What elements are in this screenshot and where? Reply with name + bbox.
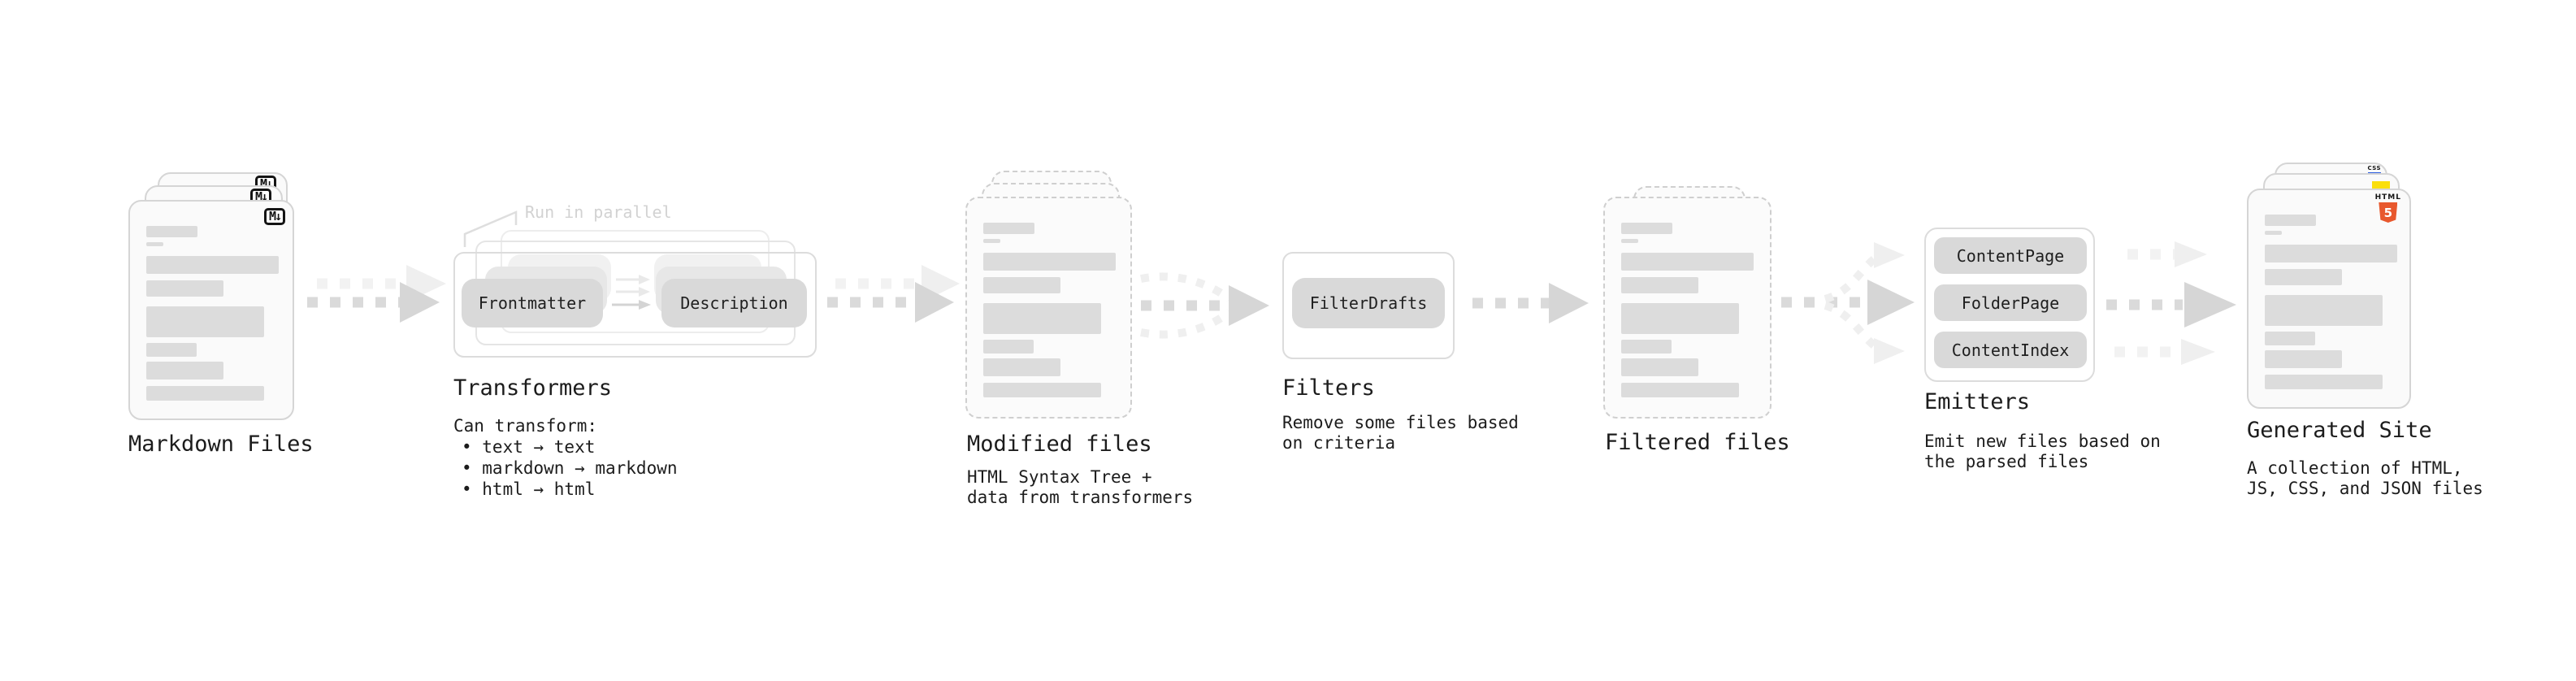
arrows-emitters-to-generated [2106,241,2236,365]
markdown-icon: M↓ [263,208,285,225]
arrow-modified-to-filters [1140,272,1269,339]
skeleton-text-bar [146,362,223,380]
filters-label: Filters [1282,375,1375,401]
skeleton-text-bar [2265,231,2282,235]
transformers-bullet: • text → text [462,437,596,457]
skeleton-text-bar [1621,340,1672,354]
skeleton-text-bar [2265,245,2397,262]
arrow-markdown-to-transformers [307,265,446,323]
skeleton-text-bar [1621,239,1638,243]
transformer-pill-description: Description [661,279,807,327]
emitter-pill-folderpage: FolderPage [1934,284,2087,321]
transformer-pill-frontmatter: Frontmatter [462,279,603,327]
filtered-files-label: Filtered files [1605,430,1790,455]
arrow-transformers-to-modified [827,265,960,323]
skeleton-text-bar [2265,375,2383,389]
html5-icon: HTML 5 [2375,193,2401,223]
filtered-file-card-front [1603,197,1772,419]
transformers-label: Transformers [453,375,613,401]
generated-site-label: Generated Site [2247,418,2432,443]
modified-file-card-front [965,197,1132,419]
transformers-desc-title: Can transform: [453,416,598,436]
skeleton-text-bar [1621,277,1698,293]
skeleton-text-bar [146,226,197,237]
skeleton-text-bar [2265,332,2315,345]
arrow-filtered-to-emitters [1781,242,1915,364]
skeleton-text-bar [983,303,1101,334]
skeleton-text-bar [1621,303,1739,334]
skeleton-text-bar [983,253,1116,271]
filters-description: Remove some files based on criteria [1282,413,1519,453]
run-in-parallel-annotation: Run in parallel [525,202,672,222]
emitters-description: Emit new files based on the parsed files [1924,432,2161,471]
skeleton-text-bar [2265,215,2316,226]
skeleton-text-bar [2265,350,2342,368]
skeleton-text-bar [146,256,279,274]
skeleton-text-bar [146,386,264,401]
skeleton-text-bar [983,383,1101,397]
skeleton-text-bar [1621,383,1739,397]
skeleton-text-bar [1621,358,1698,376]
skeleton-text-bar [146,242,163,246]
emitters-label: Emitters [1924,389,2031,414]
modified-files-label: Modified files [967,432,1152,457]
generated-site-description: A collection of HTML, JS, CSS, and JSON … [2247,458,2483,498]
arrow-filters-to-filtered [1472,283,1589,323]
generated-file-card-front: HTML 5 [2247,189,2411,409]
emitter-pill-contentindex: ContentIndex [1934,332,2087,368]
skeleton-text-bar [1621,223,1672,234]
skeleton-text-bar [983,358,1060,376]
skeleton-text-bar [2265,269,2342,285]
emitter-pill-contentpage: ContentPage [1934,237,2087,274]
skeleton-text-bar [146,280,223,297]
skeleton-text-bar [983,277,1060,293]
skeleton-text-bar [146,343,197,357]
modified-files-description: HTML Syntax Tree + data from transformer… [967,467,1194,507]
skeleton-text-bar [983,239,1000,243]
skeleton-text-bar [983,340,1034,354]
transformers-frame-front [453,252,817,358]
transformers-bullet: • markdown → markdown [462,458,678,478]
markdown-file-card-front: M↓ [128,200,294,420]
filter-pill-filterdrafts: FilterDrafts [1292,278,1445,328]
skeleton-text-bar [146,306,264,337]
javascript-icon [2372,181,2390,190]
markdown-files-label: Markdown Files [128,432,314,457]
skeleton-text-bar [1621,253,1754,271]
transformers-bullet: • html → html [462,479,596,499]
transformers-description: Can transform: • text → text • markdown … [453,415,678,500]
skeleton-text-bar [983,223,1034,234]
skeleton-text-bar [2265,295,2383,326]
